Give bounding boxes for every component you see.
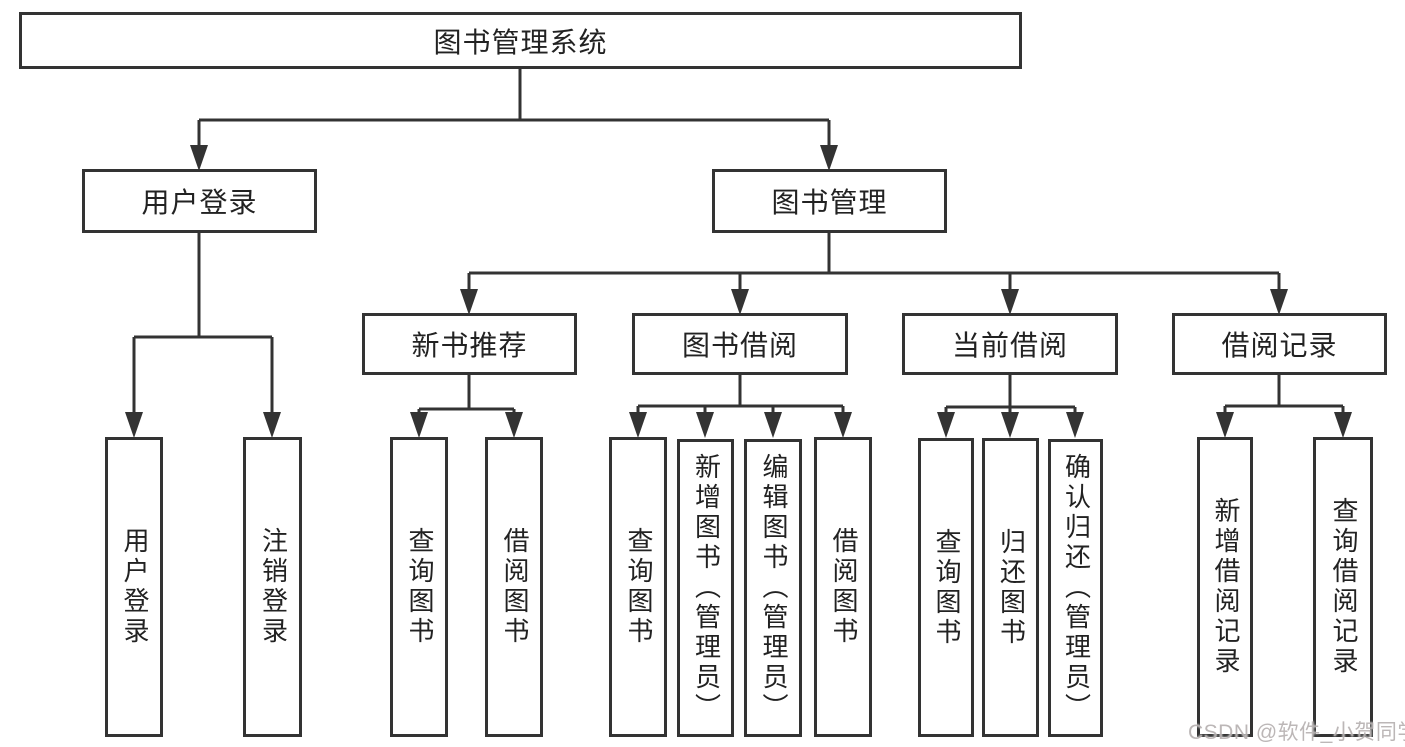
watermark: CSDN @软件_小贺同学 <box>1188 721 1405 744</box>
node-root-label: 图书管理系统 <box>433 26 608 58</box>
node-book-management-label: 图书管理 <box>771 187 888 218</box>
leaf-query-books-current-label: 查询图书 <box>931 527 962 648</box>
leaf-borrow-books-newrec-label: 借阅图书 <box>499 527 530 647</box>
leaf-add-book-admin: 新增图书（管理员） <box>677 439 734 737</box>
arrow-to-leaf-add-book <box>696 412 714 438</box>
leaf-query-books-newrec-label: 查询图书 <box>404 527 435 647</box>
leaf-add-book-admin-label: 新增图书（管理员） <box>691 453 722 723</box>
arrow-to-leaf-borrow-books-borrow <box>834 412 852 438</box>
connector-newbookrec-to-leaves <box>417 375 516 433</box>
connector-root-to-level2 <box>197 68 831 166</box>
node-user-login: 用户登录 <box>82 169 317 233</box>
node-borrow-records-label: 借阅记录 <box>1221 330 1338 361</box>
node-book-borrowing: 图书借阅 <box>632 313 848 375</box>
arrowheads <box>125 145 1352 438</box>
leaf-confirm-return-admin-label: 确认归还（管理员） <box>1061 453 1092 723</box>
leaf-borrow-books-borrowing-label: 借阅图书 <box>828 527 859 647</box>
arrow-to-current-borrow <box>1001 289 1019 315</box>
connector-bookborrow-to-leaves <box>636 375 845 433</box>
arrow-to-leaf-borrow-books-rec <box>505 412 523 438</box>
leaf-query-books-borrowing-label: 查询图书 <box>623 527 654 647</box>
connector-borrowrecords-to-leaves <box>1223 375 1345 433</box>
node-book-management: 图书管理 <box>712 169 947 233</box>
arrow-to-leaf-query-books-borrow <box>629 412 647 438</box>
leaf-logout-label: 注销登录 <box>258 527 289 647</box>
leaf-borrow-books-borrowing: 借阅图书 <box>814 437 872 737</box>
connector-userlogin-to-leaves <box>132 233 274 433</box>
leaf-query-books-newrec: 查询图书 <box>390 437 448 737</box>
leaf-edit-book-admin: 编辑图书（管理员） <box>744 439 802 737</box>
leaf-confirm-return-admin: 确认归还（管理员） <box>1048 439 1103 737</box>
node-current-borrowing-label: 当前借阅 <box>951 330 1068 361</box>
node-new-book-recommend: 新书推荐 <box>362 313 577 375</box>
leaf-user-login: 用户登录 <box>105 437 163 737</box>
leaf-query-books-current: 查询图书 <box>918 438 974 737</box>
node-user-login-label: 用户登录 <box>141 187 258 218</box>
arrow-to-leaf-query-books-rec <box>410 412 428 438</box>
arrow-to-leaf-edit-book <box>764 412 782 438</box>
arrow-to-leaf-user-login <box>125 412 143 438</box>
leaf-add-borrow-record-label: 新增借阅记录 <box>1210 497 1241 677</box>
leaf-query-books-borrowing: 查询图书 <box>609 437 667 737</box>
node-borrow-records: 借阅记录 <box>1172 313 1387 375</box>
arrow-to-leaf-confirm-return <box>1066 412 1084 438</box>
connector-bookmgmt-to-level3 <box>467 233 1281 310</box>
leaf-query-borrow-record: 查询借阅记录 <box>1313 437 1373 737</box>
arrow-to-new-book-rec <box>460 289 478 315</box>
leaf-logout: 注销登录 <box>243 437 302 737</box>
leaf-borrow-books-newrec: 借阅图书 <box>485 437 543 737</box>
leaf-query-borrow-record-label: 查询借阅记录 <box>1328 497 1359 677</box>
arrow-to-borrow-records <box>1270 289 1288 315</box>
leaf-return-book: 归还图书 <box>982 438 1039 737</box>
node-book-borrowing-label: 图书借阅 <box>681 330 798 361</box>
node-root: 图书管理系统 <box>19 12 1022 69</box>
leaf-edit-book-admin-label: 编辑图书（管理员） <box>758 453 789 723</box>
leaf-return-book-label: 归还图书 <box>996 527 1027 648</box>
node-new-book-recommend-label: 新书推荐 <box>411 330 528 361</box>
leaf-user-login-label: 用户登录 <box>119 527 150 647</box>
arrow-to-leaf-query-books-current <box>937 412 955 438</box>
arrow-to-leaf-add-record <box>1216 412 1234 438</box>
arrow-to-book-borrow <box>731 289 749 315</box>
arrow-to-leaf-return-book <box>1001 412 1019 438</box>
arrow-to-user-login <box>190 145 208 171</box>
arrow-to-leaf-query-record <box>1334 412 1352 438</box>
arrow-to-leaf-logout <box>263 412 281 438</box>
leaf-add-borrow-record: 新增借阅记录 <box>1197 437 1253 737</box>
node-current-borrowing: 当前借阅 <box>902 313 1118 375</box>
arrow-to-book-mgmt <box>820 145 838 171</box>
